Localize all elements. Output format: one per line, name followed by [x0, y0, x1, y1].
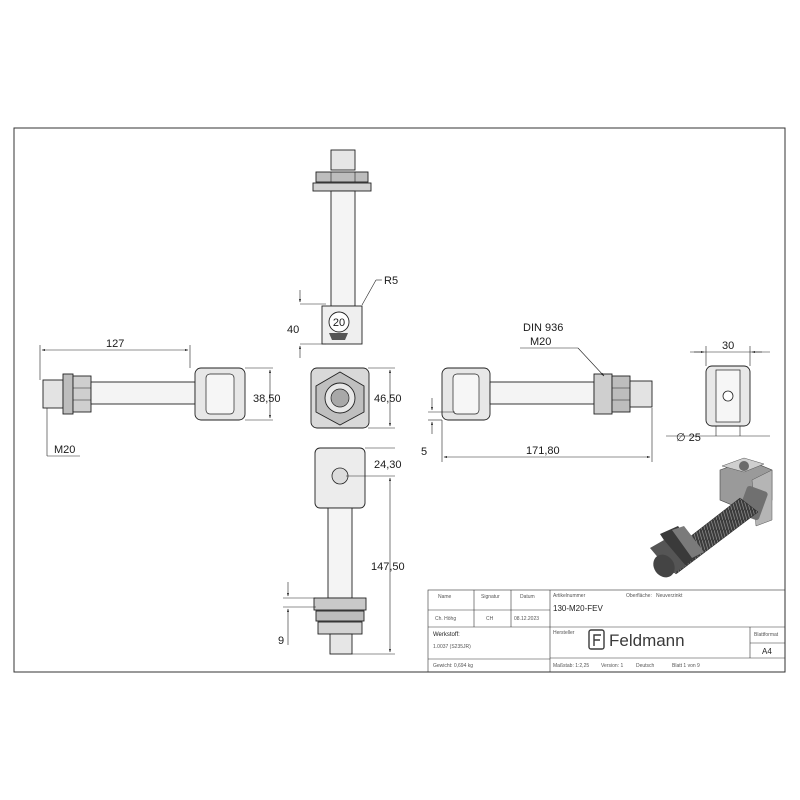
tb-sheet: Blatt 1 von 9 [672, 663, 700, 669]
tb-col-signature: Signatur [481, 594, 500, 600]
tb-col-article: Artikelnummer [553, 593, 586, 599]
drawing-frame [13, 127, 786, 673]
dim-147-50: 147,50 [371, 561, 405, 573]
tb-article-number: 130-M20-FEV [553, 604, 603, 613]
label-din-936: DIN 936 [523, 322, 563, 334]
tb-col-date: Datum [520, 594, 535, 600]
dim-30: 30 [722, 340, 734, 352]
dim-m20-left: M20 [54, 444, 75, 456]
bottom-bolt-view [313, 447, 367, 655]
dim-171-80: 171,80 [526, 445, 560, 457]
dim-127: 127 [106, 338, 124, 350]
tb-language: Deutsch [636, 663, 655, 669]
right-bolt-view [441, 367, 653, 421]
dim-5: 5 [421, 446, 427, 458]
dim-dia-25: ∅ 25 [676, 432, 701, 444]
dim-46-50: 46,50 [374, 393, 402, 405]
tb-surface-value: Neuverzinkt [656, 593, 683, 599]
tb-scale: Maßstab: 1:2,25 [553, 663, 589, 669]
tb-signature-value: CH [486, 616, 494, 622]
dim-m20-right: M20 [530, 336, 551, 348]
dim-r5: R5 [384, 275, 398, 287]
eye-size-label: 20 [333, 317, 345, 329]
isometric-render [650, 457, 773, 578]
tb-manufacturer-label: Hersteller [553, 630, 575, 636]
tb-sheet-format-label: Blattformat [754, 632, 779, 638]
dim-38-50: 38,50 [253, 393, 281, 405]
tb-brand: Feldmann [609, 631, 685, 650]
left-bolt-view [42, 367, 246, 421]
tb-col-surface: Oberfläche: [626, 593, 652, 599]
tb-name-value: Ch. Höhg [435, 616, 456, 622]
tb-material-value: 1.0037 (S235JR) [433, 644, 471, 650]
dim-40: 40 [287, 324, 299, 336]
top-bolt-view [312, 149, 372, 345]
dim-24-30: 24,30 [374, 459, 402, 471]
tb-material-label: Werkstoff: [433, 632, 460, 638]
feldmann-logo [588, 629, 605, 650]
dim-9: 9 [278, 635, 284, 647]
center-nut-view [310, 367, 370, 429]
tb-weight: Gewicht: 0,694 kg [433, 663, 473, 669]
tb-sheet-format: A4 [762, 647, 772, 656]
end-view [705, 365, 751, 427]
title-block [427, 589, 786, 673]
tb-col-name: Name [438, 594, 452, 600]
tb-version: Version: 1 [601, 663, 623, 669]
tb-date-value: 08.12.2023 [514, 616, 539, 622]
